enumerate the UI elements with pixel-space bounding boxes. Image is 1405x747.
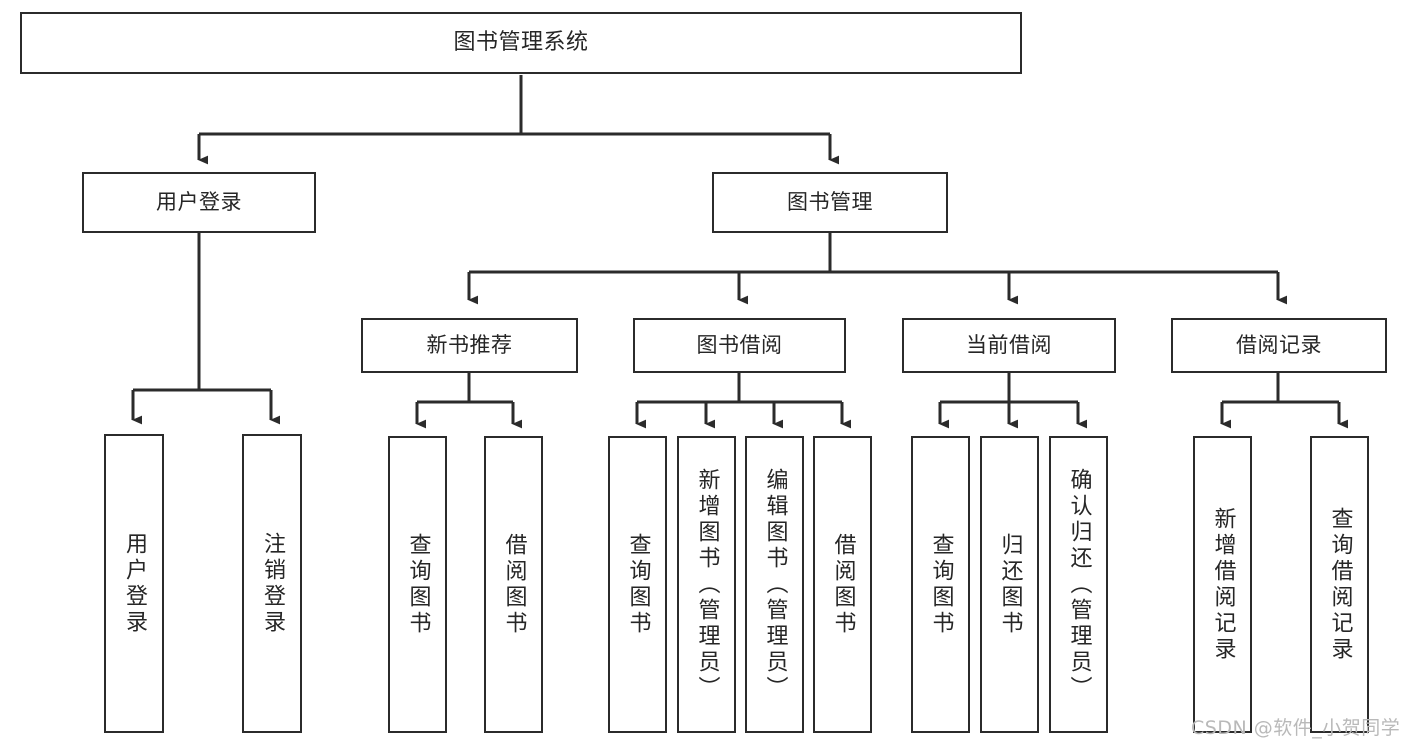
- node-current-borrowing[interactable]: 当前借阅: [902, 318, 1116, 373]
- node-label: 借阅记录: [1236, 333, 1322, 358]
- leaf-user-login-logout[interactable]: 注销登录: [242, 434, 302, 733]
- leaf-current-borrow-confirm[interactable]: 确认归还（管理员）: [1049, 436, 1108, 733]
- node-label: 新书推荐: [426, 333, 513, 358]
- node-label: 图书借阅: [696, 333, 783, 358]
- node-label: 图书管理系统: [453, 30, 589, 56]
- node-borrowing-record[interactable]: 借阅记录: [1171, 318, 1387, 373]
- leaf-book-borrow-query[interactable]: 查询图书: [608, 436, 667, 733]
- leaf-book-borrow-add[interactable]: 新增图书（管理员）: [677, 436, 736, 733]
- leaf-user-login-login[interactable]: 用户登录: [104, 434, 164, 733]
- node-book-management[interactable]: 图书管理: [712, 172, 948, 233]
- node-label: 查询图书: [405, 532, 431, 637]
- node-new-book-recommendation[interactable]: 新书推荐: [361, 318, 578, 373]
- leaf-record-query[interactable]: 查询借阅记录: [1310, 436, 1369, 733]
- leaf-book-borrow-borrow[interactable]: 借阅图书: [813, 436, 872, 733]
- node-label: 新增图书（管理员）: [694, 467, 720, 702]
- node-label: 查询借阅记录: [1327, 506, 1353, 663]
- node-label: 归还图书: [997, 532, 1023, 637]
- node-label: 查询图书: [928, 532, 954, 637]
- node-label: 借阅图书: [501, 532, 527, 637]
- leaf-new-book-borrow[interactable]: 借阅图书: [484, 436, 543, 733]
- node-label: 查询图书: [625, 532, 651, 637]
- csdn-watermark: CSDN @软件_小贺同学: [1191, 717, 1401, 739]
- leaf-current-borrow-query[interactable]: 查询图书: [911, 436, 970, 733]
- leaf-book-borrow-edit[interactable]: 编辑图书（管理员）: [745, 436, 804, 733]
- node-label: 编辑图书（管理员）: [762, 467, 788, 702]
- node-book-borrowing[interactable]: 图书借阅: [633, 318, 846, 373]
- node-label: 图书管理: [787, 190, 873, 215]
- node-label: 新增借阅记录: [1210, 506, 1236, 663]
- node-user-login[interactable]: 用户登录: [82, 172, 316, 233]
- leaf-new-book-query[interactable]: 查询图书: [388, 436, 447, 733]
- node-label: 用户登录: [122, 531, 147, 636]
- node-label: 用户登录: [156, 190, 242, 215]
- node-root-system[interactable]: 图书管理系统: [20, 12, 1022, 74]
- leaf-current-borrow-return[interactable]: 归还图书: [980, 436, 1039, 733]
- node-label: 当前借阅: [966, 333, 1052, 358]
- node-label: 注销登录: [260, 531, 285, 636]
- node-label: 借阅图书: [830, 532, 856, 637]
- node-label: 确认归还（管理员）: [1066, 467, 1092, 702]
- leaf-record-add[interactable]: 新增借阅记录: [1193, 436, 1252, 733]
